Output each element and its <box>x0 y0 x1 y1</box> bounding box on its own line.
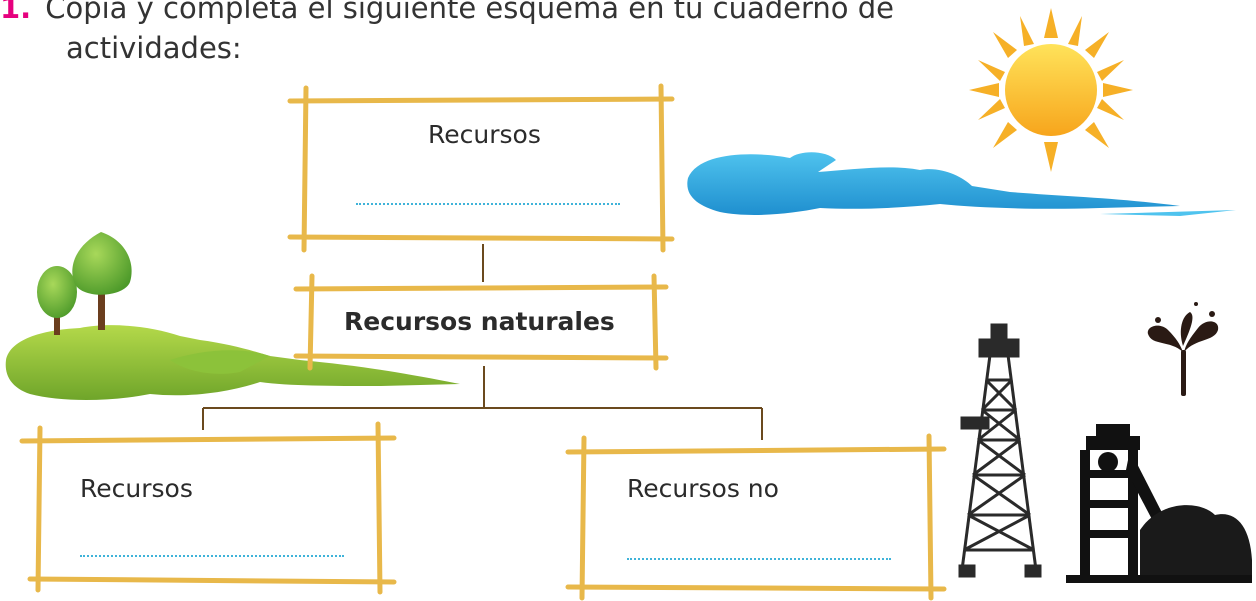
frame-middle <box>293 273 669 371</box>
frame-left <box>19 421 397 595</box>
box-top-label: Recursos <box>428 120 541 149</box>
instruction-line-2: actividades: <box>66 31 242 65</box>
box-right-blank[interactable] <box>627 558 891 560</box>
instruction-line-1: Copia y completa el siguiente esquema en… <box>45 0 894 25</box>
box-middle-label: Recursos naturales <box>344 307 615 336</box>
oil-splash-icon <box>1147 302 1219 396</box>
mine-tower-icon <box>1066 424 1252 583</box>
frame-top <box>287 83 675 253</box>
box-left-label: Recursos <box>80 474 193 503</box>
box-left-blank[interactable] <box>80 555 344 557</box>
box-right-label: Recursos no <box>627 474 779 503</box>
clouds-icon <box>687 152 1236 216</box>
instruction-number: 1. <box>0 0 32 25</box>
box-top-blank[interactable] <box>356 203 620 205</box>
sun-icon <box>969 8 1133 172</box>
instruction-text: 1. Copia y completa el siguiente esquema … <box>0 0 980 68</box>
grass-icon <box>5 325 460 400</box>
frame-right <box>565 433 947 601</box>
connector-lines <box>202 244 763 440</box>
trees-icon <box>37 232 132 335</box>
oil-derrick-icon <box>958 323 1042 578</box>
